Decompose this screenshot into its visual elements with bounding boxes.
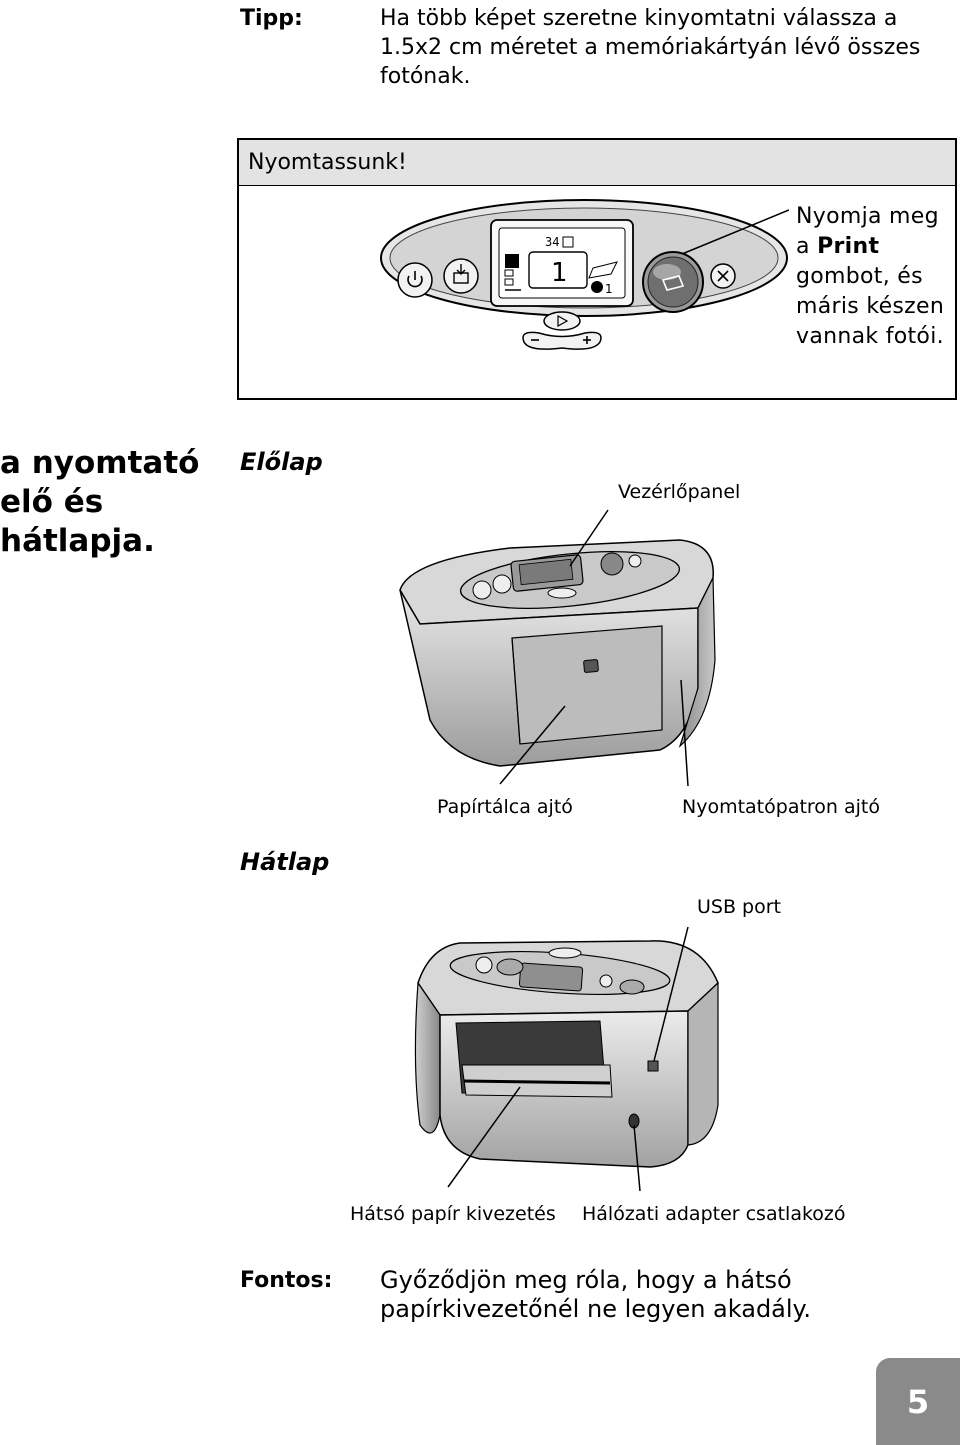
navigation-buttons bbox=[522, 311, 602, 350]
callout-paper-tray-door: Papírtálca ajtó bbox=[437, 796, 573, 818]
callout-usb-port: USB port bbox=[697, 896, 781, 918]
lcd-screen: 34 1 1 bbox=[490, 219, 634, 307]
lcd-photo-count: 34 bbox=[545, 235, 559, 249]
instruction-after: gombot, és máris készen vannak fotói. bbox=[796, 264, 945, 349]
lcd-photo-number: 1 bbox=[551, 258, 568, 288]
save-icon bbox=[443, 258, 479, 294]
rear-label: Hátlap bbox=[240, 848, 330, 876]
side-heading: a nyomtató elő és hátlapja. bbox=[0, 445, 200, 559]
important-label: Fontos: bbox=[240, 1268, 333, 1293]
tip-label: Tipp: bbox=[240, 6, 303, 31]
tip-text: Ha több képet szeretne kinyomtatni válas… bbox=[380, 6, 921, 89]
front-label: Előlap bbox=[240, 448, 323, 476]
print-instruction-box: Nyomtassunk! 34 1 bbox=[237, 138, 957, 400]
control-panel-illustration: 34 1 1 bbox=[380, 199, 789, 350]
print-instruction-text: Nyomja meg a Print gombot, és máris kész… bbox=[796, 202, 956, 352]
callout-rear-paper-exit: Hátsó papír kivezetés bbox=[350, 1203, 556, 1225]
lcd-copies: 1 bbox=[605, 282, 613, 296]
power-icon bbox=[397, 262, 433, 298]
callout-power-adapter: Hálózati adapter csatlakozó bbox=[582, 1203, 846, 1225]
printer-front-illustration bbox=[399, 509, 716, 787]
print-button-name: Print bbox=[817, 234, 880, 259]
important-text: Győződjön meg róla, hogy a hátsó papírki… bbox=[380, 1266, 811, 1323]
page-number: 5 bbox=[876, 1358, 960, 1445]
printer-rear-illustration bbox=[414, 926, 719, 1192]
callout-control-panel: Vezérlőpanel bbox=[618, 481, 741, 503]
cancel-icon bbox=[710, 263, 736, 289]
instruction-before: Nyomja meg a bbox=[796, 204, 939, 259]
callout-cartridge-door: Nyomtatópatron ajtó bbox=[682, 796, 881, 818]
usb-port-icon bbox=[647, 1060, 659, 1072]
print-button-icon bbox=[642, 251, 704, 313]
print-box-title: Nyomtassunk! bbox=[239, 140, 955, 186]
